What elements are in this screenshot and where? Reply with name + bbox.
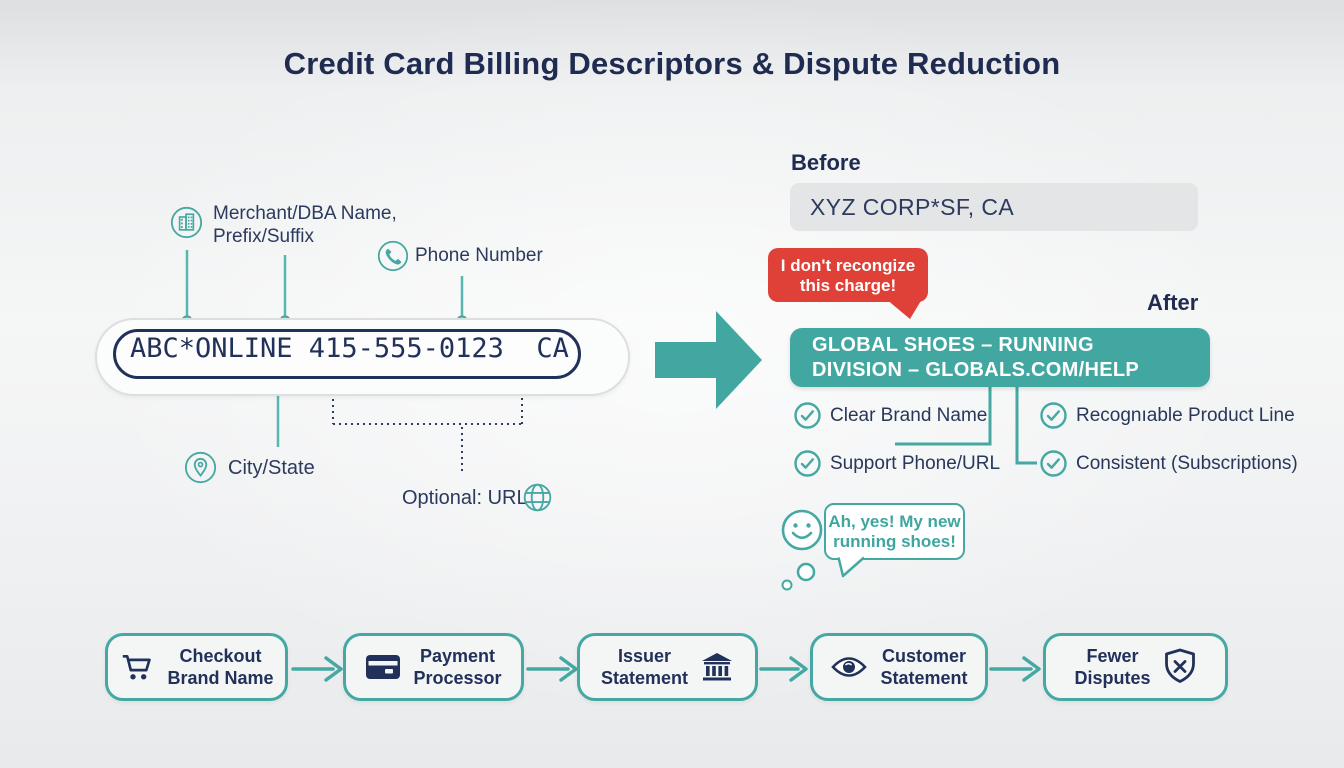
- after-heading: After: [1147, 290, 1199, 315]
- flow-step-checkout: Checkout Brand Name: [105, 633, 288, 701]
- benefit-support-phone: Support Phone/URL: [794, 450, 1000, 477]
- phone-icon: [377, 240, 409, 272]
- optional-url-label: Optional: URL: [402, 487, 528, 509]
- dotted-url-bracket: [332, 386, 523, 473]
- after-statement-box: GLOBAL SHOES – RUNNING DIVISION – GLOBAL…: [790, 328, 1210, 387]
- descriptor-field: [113, 329, 581, 379]
- check-icon: [1040, 450, 1067, 477]
- before-statement-text: XYZ CORP*SF, CA: [810, 194, 1015, 220]
- flow-step-issuer: Issuer Statement: [577, 633, 758, 701]
- globe-icon: [521, 481, 554, 514]
- big-arrow-icon: [655, 311, 762, 409]
- dispute-speech-bubble: I don't recongize this charge!: [768, 248, 928, 302]
- flow-step-label: Fewer Disputes: [1074, 646, 1151, 688]
- flow-step-processor: Payment Processor: [343, 633, 524, 701]
- before-statement-bar: [790, 183, 1198, 231]
- check-icon: [794, 402, 821, 429]
- benefit-product-line: Recognıable Product Line: [1040, 402, 1295, 429]
- flow-step-disputes: Fewer Disputes: [1043, 633, 1228, 701]
- teal-bubble-tail-stroke: [837, 556, 865, 578]
- flow-step-label: Customer Statement: [880, 646, 968, 688]
- pin-icon: [184, 451, 217, 484]
- page-title: Credit Card Billing Descriptors & Disput…: [283, 46, 1061, 81]
- red-bubble-tail: [886, 299, 922, 319]
- credit-card-icon: [366, 655, 401, 679]
- eye-icon: [831, 657, 868, 677]
- benefit-consistent: Consistent (Subscriptions): [1040, 450, 1298, 477]
- happy-speech-bubble: Ah, yes! My new running shoes!: [824, 503, 965, 560]
- flow-step-label: Issuer Statement: [600, 646, 689, 688]
- city-state-label: City/State: [228, 457, 315, 479]
- phone-label: Phone Number: [415, 245, 543, 266]
- shield-icon: [1164, 648, 1195, 683]
- smiley-icon: [780, 508, 824, 552]
- flow-step-customer: Customer Statement: [810, 633, 988, 701]
- cart-icon: [123, 655, 152, 680]
- building-icon: [170, 206, 203, 239]
- before-heading: Before: [791, 150, 861, 175]
- benefit-clear-brand: Clear Brand Name: [794, 402, 987, 429]
- descriptor-text: ABC*ONLINE 415-555-0123 CA: [130, 333, 569, 364]
- merchant-label: Merchant/DBA Name, Prefix/Suffix: [213, 203, 397, 247]
- flow-step-label: Checkout Brand Name: [167, 646, 274, 688]
- check-icon: [1040, 402, 1067, 429]
- thought-circles: [781, 562, 816, 591]
- check-icon: [794, 450, 821, 477]
- bank-icon: [702, 653, 733, 681]
- flow-step-label: Payment Processor: [413, 646, 502, 688]
